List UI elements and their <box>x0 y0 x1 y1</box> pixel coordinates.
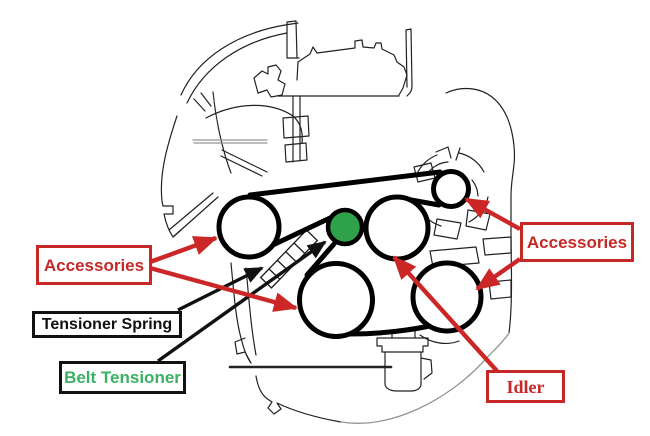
accessories-right-label: Accessories <box>520 222 634 262</box>
accessory-pulley-left <box>216 194 282 260</box>
accessory-pulley-top-right <box>431 169 471 209</box>
accessory-pulley-bottom-right <box>410 260 484 334</box>
red-callout-arrows <box>149 197 522 373</box>
belt-tensioner-arrow <box>157 240 327 363</box>
accessories-left-label: Accessories <box>36 245 152 285</box>
accessories-left-arrow-lower <box>149 265 298 312</box>
idler-pulley <box>363 194 431 262</box>
accessories-left-arrow-upper <box>149 235 218 265</box>
crankshaft-pulley <box>297 261 375 339</box>
idler-label: Idler <box>486 370 565 403</box>
accessories-right-arrow-upper <box>464 197 522 231</box>
accessories-right-arrow-lower <box>475 257 522 291</box>
idler-arrow <box>392 255 499 373</box>
belt-tensioner-pulley <box>325 207 365 247</box>
tensioner-spring-label: Tensioner Spring <box>32 311 182 338</box>
engine-outline-sketch-gray <box>192 139 510 424</box>
belt-tensioner-label: Belt Tensioner <box>59 361 186 394</box>
